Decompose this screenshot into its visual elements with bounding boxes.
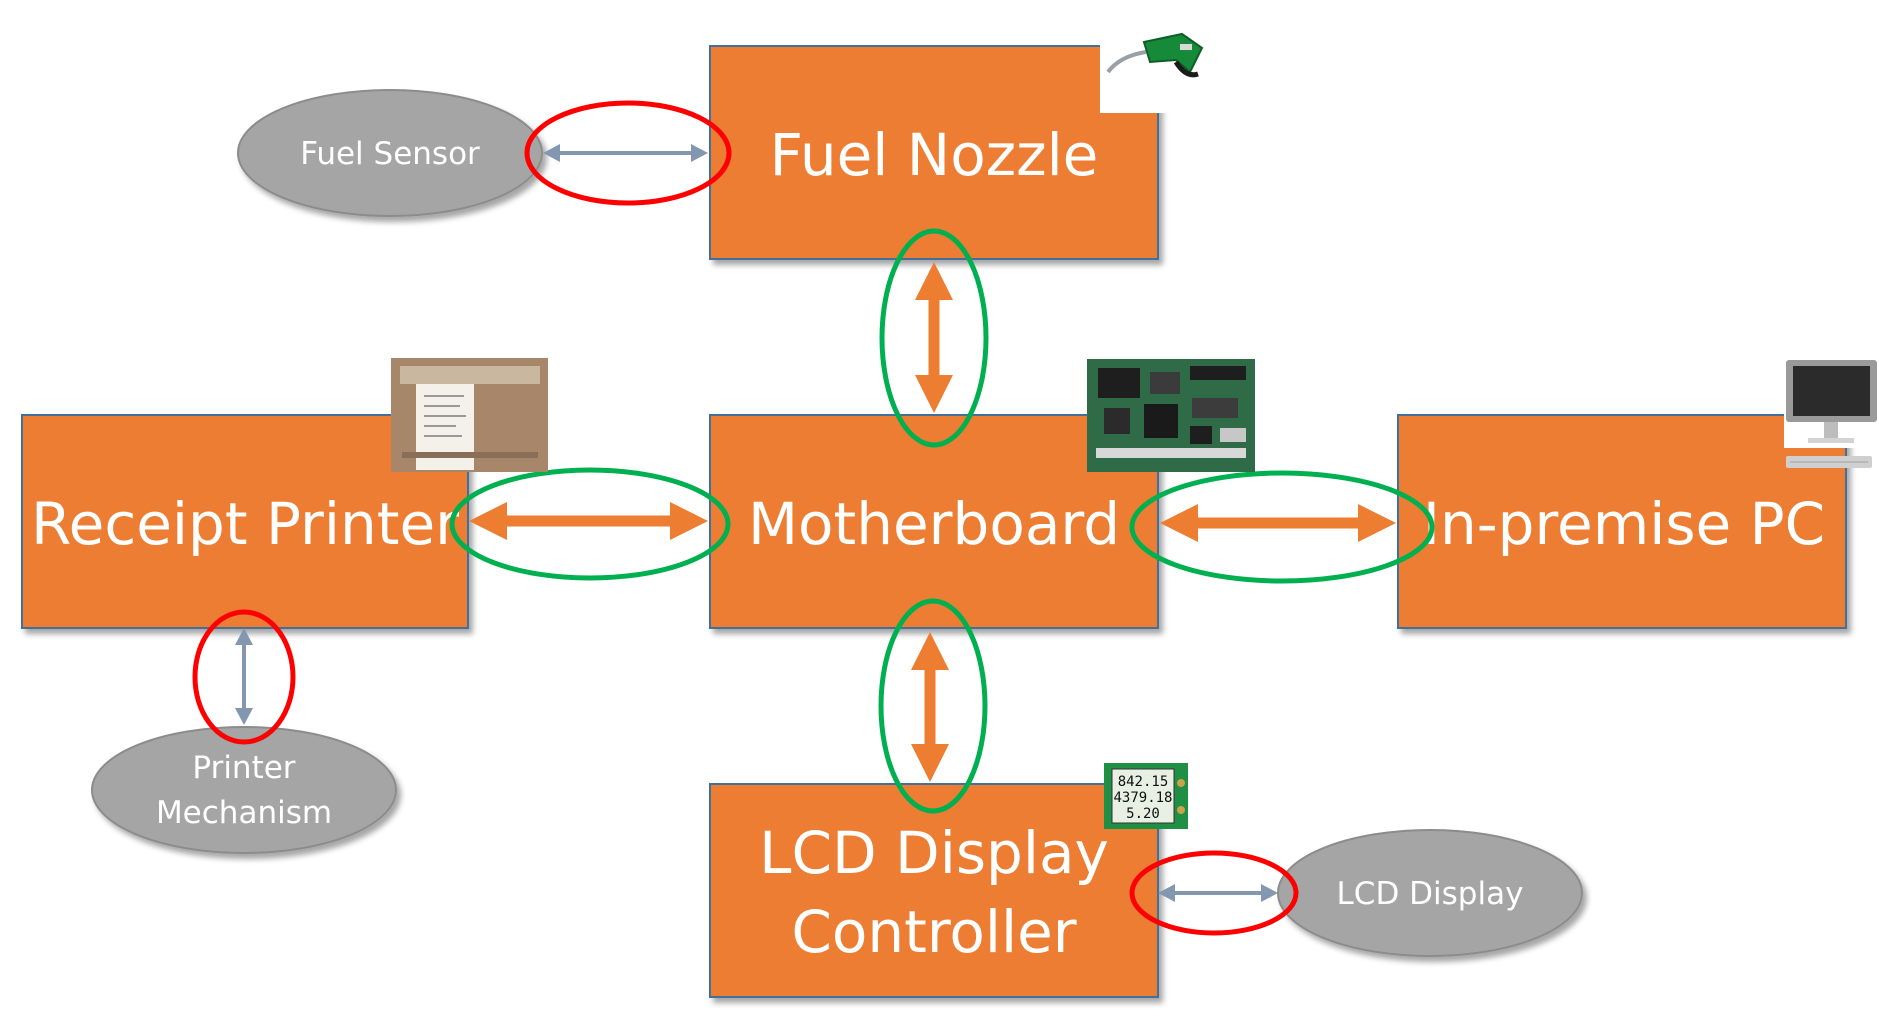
- lcd-readout-line2: 4379.18: [1113, 790, 1172, 806]
- link-receipt-printer-printer-mechanism: [235, 628, 253, 725]
- highlight-motherboard-in-premise-pc-link: [1129, 470, 1435, 584]
- highlight-fuel-nozzle-motherboard-link: [879, 228, 989, 448]
- lcd-display-controller-block: LCD Display Controller: [709, 783, 1159, 998]
- highlight-motherboard-lcd-controller-link: [878, 598, 988, 814]
- lcd-display-photo: 842.15 4379.18 5.20: [1104, 763, 1188, 829]
- in-premise-pc-label: In-premise PC: [1423, 490, 1825, 558]
- link-motherboard-lcd-controller: [911, 632, 949, 782]
- printer-mechanism-node: Printer Mechanism: [91, 726, 397, 854]
- receipt-printer-block: Receipt Printer: [21, 414, 469, 629]
- link-fuel-sensor-fuel-nozzle: [543, 144, 708, 162]
- in-premise-pc-block: In-premise PC: [1397, 414, 1847, 629]
- link-lcd-controller-lcd-display: [1158, 884, 1278, 902]
- link-motherboard-in-premise-pc: [1160, 504, 1396, 542]
- printer-mechanism-label-line1: Printer: [192, 750, 295, 786]
- lcd-display-node: LCD Display: [1277, 829, 1583, 957]
- fuel-nozzle-block: Fuel Nozzle: [709, 45, 1159, 260]
- motherboard-block: Motherboard: [709, 414, 1159, 629]
- desktop-pc-icon: [1784, 358, 1879, 468]
- link-receipt-printer-motherboard: [469, 502, 708, 540]
- lcd-readout-line1: 842.15: [1118, 774, 1169, 790]
- highlight-printer-mechanism-link: [192, 609, 296, 745]
- fuel-nozzle-label: Fuel Nozzle: [770, 121, 1099, 189]
- fuel-nozzle-icon: [1100, 30, 1205, 113]
- fuel-sensor-label: Fuel Sensor: [300, 136, 480, 172]
- lcd-readout-line3: 5.20: [1126, 806, 1160, 822]
- highlight-lcd-display-link: [1129, 850, 1299, 936]
- lcd-controller-label-line2: Controller: [791, 898, 1076, 966]
- lcd-display-label: LCD Display: [1337, 876, 1524, 912]
- motherboard-label: Motherboard: [748, 490, 1120, 558]
- highlight-receipt-printer-motherboard-link: [449, 467, 731, 581]
- link-fuel-nozzle-motherboard: [915, 262, 953, 413]
- receipt-printer-label: Receipt Printer: [31, 490, 459, 558]
- receipt-printer-photo: [391, 358, 548, 472]
- printer-mechanism-label-line2: Mechanism: [156, 795, 332, 831]
- lcd-controller-label-line1: LCD Display: [759, 819, 1109, 887]
- motherboard-photo: [1087, 359, 1255, 472]
- highlight-fuel-sensor-link: [524, 100, 732, 206]
- fuel-sensor-node: Fuel Sensor: [237, 89, 543, 217]
